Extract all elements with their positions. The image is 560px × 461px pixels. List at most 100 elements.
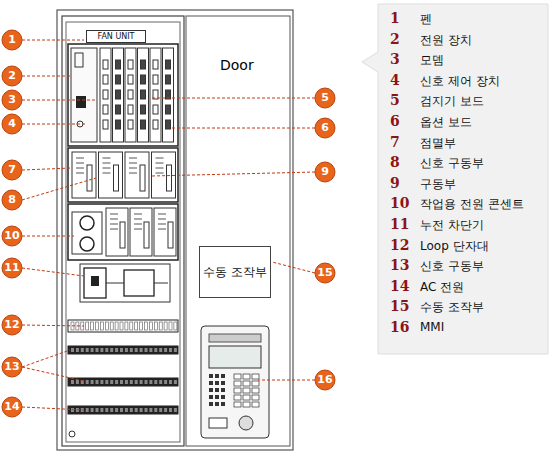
- legend-text: 수동 조작부: [420, 299, 484, 316]
- legend-number: 8: [390, 154, 400, 170]
- callout-circle: [315, 370, 335, 390]
- callout-circle: [315, 263, 335, 283]
- callout-circle: [2, 30, 22, 50]
- leader-line: [272, 262, 315, 273]
- callout-circle: [2, 90, 22, 110]
- callout-number: 7: [2, 160, 22, 180]
- power-unit: [71, 48, 97, 142]
- callout-circle: [2, 258, 22, 278]
- legend-number: 9: [390, 175, 400, 191]
- power-socket: [76, 96, 86, 108]
- mmi-header: [209, 334, 261, 342]
- leader-line: [152, 172, 315, 176]
- callout-circle: [315, 162, 335, 182]
- door-label: Door: [220, 57, 254, 73]
- callout-number: 5: [315, 88, 335, 108]
- leader-line: [22, 100, 96, 101]
- node-text: FAN UNIT: [98, 32, 135, 41]
- cabinet-outline: [57, 10, 293, 450]
- leader-line: [22, 350, 70, 367]
- legend-text: 펜: [420, 11, 432, 28]
- callout-number: 10: [2, 226, 22, 246]
- leader-lines: [22, 40, 315, 410]
- earth-leakage-breaker: [84, 268, 106, 298]
- legend-number: 2: [390, 31, 400, 47]
- legend-text: 점멸부: [420, 135, 456, 152]
- callout-number: 12: [2, 315, 22, 335]
- cabinet-inner-frame: [66, 22, 180, 442]
- outlet-body: [72, 212, 102, 254]
- callout-number: 16: [315, 370, 335, 390]
- legend-text: AC 전원: [420, 279, 464, 296]
- wire: [154, 283, 168, 284]
- breaker-lever: [91, 276, 99, 286]
- legend-text: 신호 제어 장치: [420, 73, 500, 90]
- callout-number: 13: [2, 357, 22, 377]
- leader-line: [172, 128, 315, 129]
- leader-line: [22, 236, 74, 237]
- callout-number: 1: [2, 30, 22, 50]
- power-switch: [75, 53, 83, 67]
- leader-line: [22, 367, 84, 381]
- legend-number: 1: [390, 10, 400, 26]
- driver-cards: [72, 152, 176, 198]
- legend-text: MMI: [420, 320, 444, 334]
- legend-number: 16: [390, 319, 409, 335]
- legend-number: 4: [390, 72, 400, 88]
- callout-number: 6: [315, 118, 335, 138]
- legend-number: 6: [390, 113, 400, 129]
- leader-line: [22, 178, 96, 200]
- leader-line: [22, 76, 72, 77]
- driver-rack: [68, 148, 178, 202]
- outlet-socket: [80, 237, 94, 251]
- callout-number: 8: [2, 190, 22, 210]
- legend-text: 옵션 보드: [420, 114, 472, 131]
- node-text: 수동 조작부: [203, 264, 267, 281]
- leader-line: [22, 407, 84, 410]
- callout-number: 14: [2, 397, 22, 417]
- legend-number: 13: [390, 257, 409, 273]
- legend-text: 구동부: [420, 176, 456, 193]
- legend-text: 누전 차단기: [420, 217, 484, 234]
- leader-line: [22, 325, 84, 326]
- callout-circle: [2, 226, 22, 246]
- legend-number: 11: [390, 216, 409, 232]
- leader-line: [22, 124, 86, 125]
- callout-circles: [2, 30, 335, 417]
- fan-unit-box: FAN UNIT: [86, 30, 146, 43]
- callout-circle: [2, 114, 22, 134]
- leader-line: [150, 98, 315, 99]
- callout-circle: [2, 357, 22, 377]
- callout-circle: [2, 397, 22, 417]
- outlet-socket: [80, 216, 94, 230]
- cabinet-body: [62, 16, 184, 446]
- callout-circle: [2, 160, 22, 180]
- legend-number: 14: [390, 278, 409, 294]
- signal-cards: [106, 208, 176, 256]
- legend-number: 10: [390, 195, 409, 211]
- junction-box: [124, 270, 154, 296]
- legend-number: 12: [390, 237, 409, 253]
- callout-circle: [315, 118, 335, 138]
- mmi-screen: [209, 346, 261, 368]
- legend-text: Loop 단자대: [420, 238, 489, 255]
- legend-text: 검지기 보드: [420, 93, 484, 110]
- leader-line: [258, 380, 315, 381]
- legend-text: 전원 장치: [420, 32, 472, 49]
- callout-number: 15: [315, 263, 335, 283]
- callout-number: 11: [2, 258, 22, 278]
- legend-number: 5: [390, 92, 400, 108]
- callout-number: 3: [2, 90, 22, 110]
- legend-panel: [362, 4, 548, 354]
- outlet-rack: [68, 204, 178, 260]
- leader-line: [22, 40, 84, 41]
- legend-number: 7: [390, 134, 400, 150]
- wire: [106, 283, 124, 284]
- callout-circle: [315, 88, 335, 108]
- callout-circle: [2, 66, 22, 86]
- callout-number: 9: [315, 162, 335, 182]
- rack-cards: [100, 48, 174, 142]
- leader-line: [22, 268, 84, 276]
- door-panel: [186, 16, 290, 446]
- callout-number: 4: [2, 114, 22, 134]
